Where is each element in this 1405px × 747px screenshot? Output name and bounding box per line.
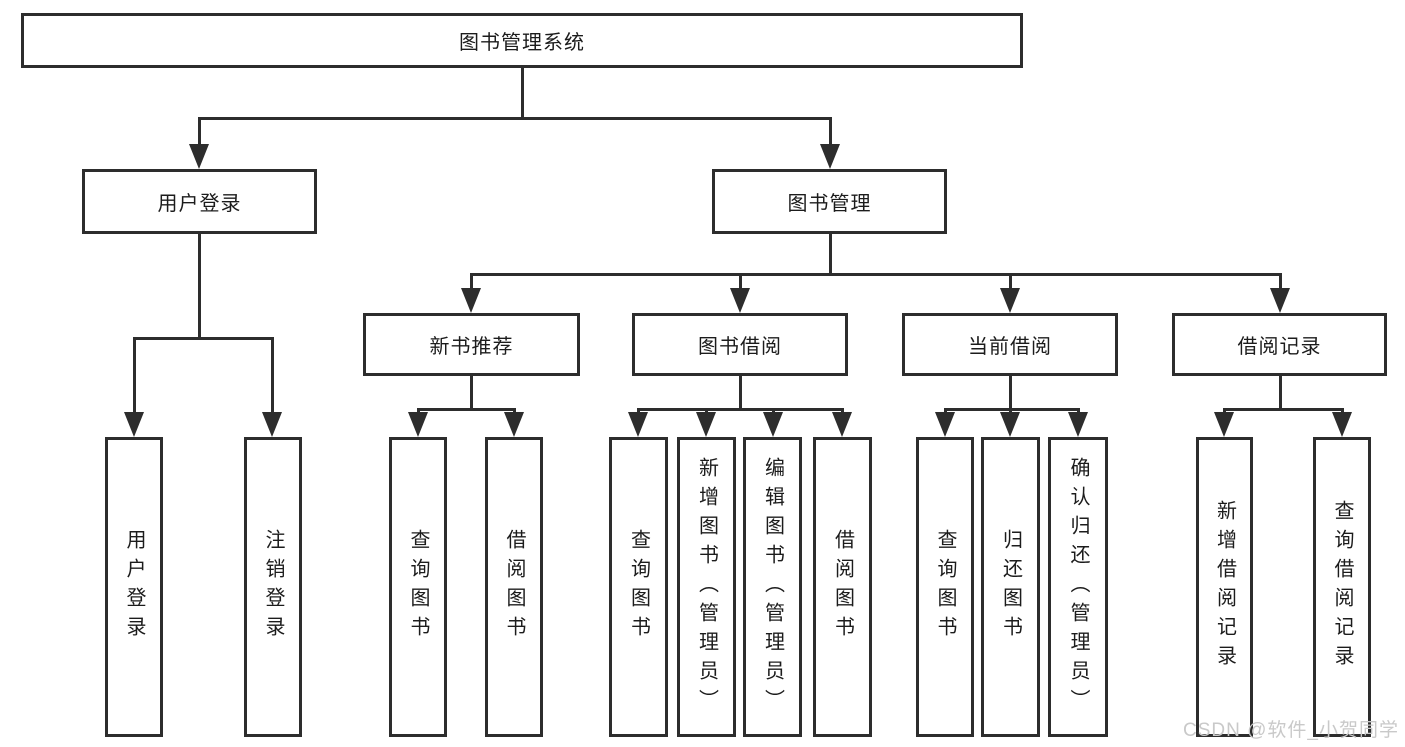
connector-line	[829, 117, 832, 147]
connector-line	[198, 232, 201, 339]
arrow-down-icon	[763, 412, 783, 437]
connector-line	[470, 374, 473, 410]
connector-line	[470, 273, 1282, 276]
csdn-watermark: CSDN @软件_小贺同学	[1183, 720, 1399, 741]
leaf-label: 查询图书	[627, 529, 650, 645]
arrow-down-icon	[1332, 412, 1352, 437]
leaf-records-add-record: 新增借阅记录	[1196, 437, 1253, 737]
leaf-logout: 注销登录	[244, 437, 302, 737]
leaf-label: 注销登录	[262, 529, 284, 645]
arrow-down-icon	[262, 412, 282, 437]
node-library-system: 图书管理系统	[21, 13, 1023, 68]
connector-line	[133, 337, 136, 415]
connector-line	[739, 273, 742, 291]
leaf-label: 确认归还（管理员）	[1067, 456, 1089, 718]
leaf-borrowing-add-books-admin: 新增图书（管理员）	[677, 437, 736, 737]
connector-line	[521, 66, 524, 119]
leaf-current-confirm-return-admin: 确认归还（管理员）	[1048, 437, 1108, 737]
node-new-book-recommend: 新书推荐	[363, 313, 580, 376]
connector-line	[1009, 273, 1012, 291]
arrow-down-icon	[1270, 288, 1290, 313]
connector-line	[1009, 374, 1012, 410]
node-book-borrowing: 图书借阅	[632, 313, 848, 376]
leaf-user-login: 用户登录	[105, 437, 163, 737]
arrow-down-icon	[696, 412, 716, 437]
leaf-label: 新增图书（管理员）	[695, 456, 718, 718]
connector-line	[1224, 408, 1342, 411]
connector-line	[829, 232, 832, 275]
leaf-label: 用户登录	[123, 529, 145, 645]
connector-line	[1279, 273, 1282, 291]
leaf-label: 借阅图书	[503, 529, 525, 645]
connector-line	[470, 273, 473, 291]
arrow-down-icon	[189, 144, 209, 169]
arrow-down-icon	[461, 288, 481, 313]
node-label: 新书推荐	[429, 336, 514, 358]
node-label: 图书管理	[787, 193, 872, 215]
node-borrow-records: 借阅记录	[1172, 313, 1387, 376]
leaf-borrowing-borrow-books: 借阅图书	[813, 437, 872, 737]
node-current-borrowing: 当前借阅	[902, 313, 1118, 376]
node-user-login: 用户登录	[82, 169, 317, 234]
arrow-down-icon	[832, 412, 852, 437]
arrow-down-icon	[1000, 412, 1020, 437]
leaf-label: 编辑图书（管理员）	[761, 456, 784, 718]
leaf-label: 新增借阅记录	[1213, 500, 1236, 674]
leaf-label: 查询图书	[407, 529, 429, 645]
leaf-label: 借阅图书	[831, 529, 854, 645]
leaf-records-query-record: 查询借阅记录	[1313, 437, 1371, 737]
arrow-down-icon	[124, 412, 144, 437]
arrow-down-icon	[1000, 288, 1020, 313]
leaf-borrowing-edit-books-admin: 编辑图书（管理员）	[743, 437, 802, 737]
node-label: 用户登录	[157, 193, 242, 215]
leaf-recommend-borrow-books: 借阅图书	[485, 437, 543, 737]
leaf-label: 查询图书	[934, 529, 956, 645]
connector-line	[637, 408, 843, 411]
leaf-recommend-query-books: 查询图书	[389, 437, 447, 737]
leaf-label: 归还图书	[999, 529, 1022, 645]
leaf-current-query-books: 查询图书	[916, 437, 974, 737]
node-label: 图书管理系统	[459, 32, 585, 54]
arrow-down-icon	[504, 412, 524, 437]
arrow-down-icon	[1214, 412, 1234, 437]
arrow-down-icon	[730, 288, 750, 313]
arrow-down-icon	[408, 412, 428, 437]
node-book-management: 图书管理	[712, 169, 947, 234]
connector-line	[133, 337, 274, 340]
leaf-label: 查询借阅记录	[1331, 500, 1353, 674]
leaf-borrowing-query-books: 查询图书	[609, 437, 668, 737]
node-label: 图书借阅	[698, 336, 782, 358]
connector-line	[271, 337, 274, 415]
node-label: 借阅记录	[1237, 336, 1322, 358]
arrow-down-icon	[820, 144, 840, 169]
connector-line	[1279, 374, 1282, 410]
node-label: 当前借阅	[968, 336, 1052, 358]
arrow-down-icon	[628, 412, 648, 437]
leaf-current-return-books: 归还图书	[981, 437, 1040, 737]
connector-line	[198, 117, 832, 120]
arrow-down-icon	[935, 412, 955, 437]
connector-line	[417, 408, 516, 411]
connector-line	[739, 374, 742, 410]
arrow-down-icon	[1068, 412, 1088, 437]
connector-line	[198, 117, 201, 147]
